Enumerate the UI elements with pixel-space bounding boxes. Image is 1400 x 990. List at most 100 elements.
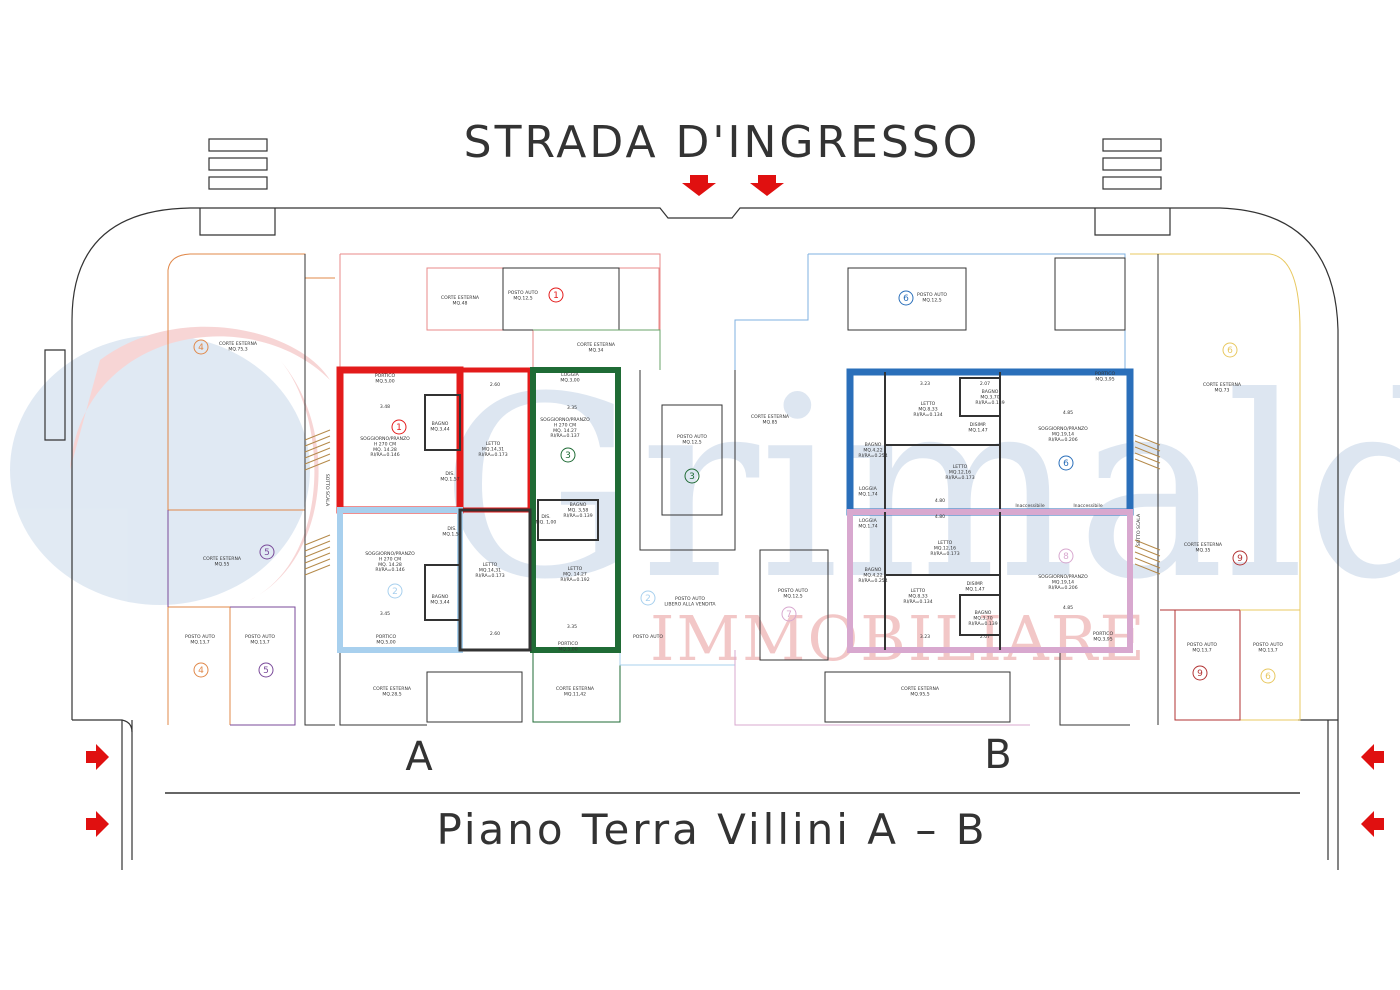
marker-1b: 1 — [391, 419, 407, 435]
svg-text:4: 4 — [198, 343, 204, 353]
marker-2b: 2 — [640, 590, 656, 606]
svg-text:1: 1 — [396, 423, 402, 433]
marker-8: 8 — [1058, 548, 1074, 564]
dim-b2: 2.07 — [980, 381, 990, 387]
label-b-inacc1: Inaccessibile — [1015, 503, 1044, 509]
ramp-right — [1102, 138, 1162, 190]
dim-b5: 4.80 — [935, 514, 945, 520]
stairs-b — [1134, 434, 1161, 575]
side-arrows — [86, 744, 1384, 837]
svg-text:6: 6 — [1063, 459, 1069, 469]
unit-8 — [847, 509, 1133, 653]
svg-text:6: 6 — [903, 294, 909, 304]
dim-b4: 4.80 — [935, 498, 945, 504]
svg-text:9: 9 — [1197, 669, 1203, 679]
unit-2 — [337, 507, 532, 653]
marker-6: 6 — [898, 290, 914, 306]
label-b-disimp-a: DISIMP.MQ.1,47 — [968, 422, 987, 433]
svg-text:6: 6 — [1265, 672, 1271, 682]
svg-text:7: 7 — [786, 610, 792, 620]
stairs-a — [304, 429, 331, 576]
label-b-sotto-scala: SOTTO SCALA — [1136, 513, 1142, 546]
marker-6b: 6 — [1058, 455, 1074, 471]
unit-3 — [530, 367, 621, 653]
label-a-dis1: DIS.MQ.1,57 — [440, 471, 459, 482]
label-a-dis3: DIS.MQ. 1,00 — [536, 514, 557, 525]
dim-b8: 4.85 — [1063, 605, 1073, 611]
site-b — [734, 253, 1301, 726]
footer-title: Piano Terra Villini A – B — [436, 805, 987, 854]
label-b-disimp-b: DISIMP.MQ.1,47 — [965, 581, 984, 592]
marker-3b: 3 — [684, 468, 700, 484]
dim-a3: 3.35 — [567, 405, 577, 411]
label-a-posto2: POSTO AUTO — [633, 634, 663, 640]
label-a-dis2: DIS.MQ.1,57 — [442, 526, 461, 537]
marker-4b: 4 — [193, 662, 209, 678]
dim-b6: 3.23 — [920, 634, 930, 640]
left-arrow-icon — [1361, 744, 1384, 770]
svg-text:9: 9 — [1237, 554, 1243, 564]
road-outline — [44, 207, 1339, 870]
marker-2: 2 — [387, 583, 403, 599]
marker-9b: 9 — [1192, 665, 1208, 681]
down-arrow-icon — [750, 175, 784, 196]
svg-text:4: 4 — [198, 666, 204, 676]
svg-text:3: 3 — [689, 472, 695, 482]
watermark-logo-circle — [10, 335, 310, 605]
watermark-sub: IMMOBILIARE — [650, 602, 1147, 675]
watermark: Grimaldi IMMOBILIARE — [10, 326, 1400, 675]
dim-a6: 3.35 — [567, 624, 577, 630]
street-title: STRADA D'INGRESSO — [464, 117, 981, 168]
dim-b7: 2.07 — [980, 634, 990, 640]
marker-6c: 6 — [1222, 342, 1238, 358]
down-arrow-icon — [682, 175, 716, 196]
svg-text:5: 5 — [263, 666, 269, 676]
dim-b1: 3.23 — [920, 381, 930, 387]
marker-3: 3 — [560, 447, 576, 463]
svg-text:3: 3 — [565, 451, 571, 461]
marker-1: 1 — [548, 287, 564, 303]
building-b-label: B — [984, 732, 1011, 778]
left-arrow-icon — [1361, 811, 1384, 837]
label-b-inacc2: Inaccessibile — [1073, 503, 1102, 509]
